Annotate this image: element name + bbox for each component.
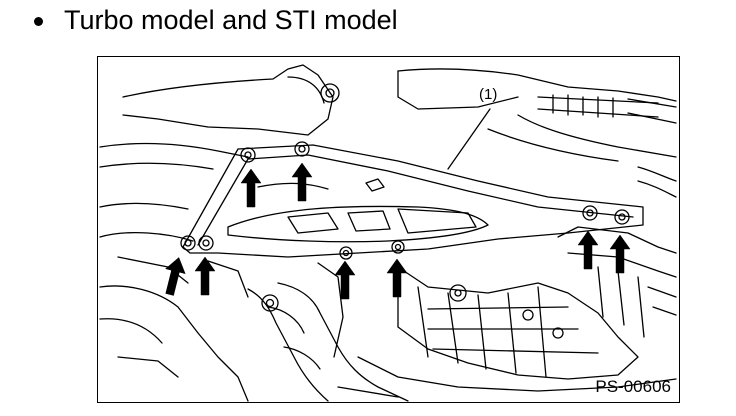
section-heading: Turbo model and STI model bbox=[34, 2, 398, 38]
up-arrow-icon bbox=[386, 258, 408, 298]
up-arrow-icon bbox=[240, 168, 262, 208]
illustration-drawing bbox=[99, 64, 677, 402]
callout-label: (1) bbox=[479, 86, 498, 103]
up-arrow-icon bbox=[194, 256, 216, 296]
crossmember-outline bbox=[182, 144, 644, 258]
section-heading-text: Turbo model and STI model bbox=[64, 5, 398, 35]
callout-leader-line bbox=[447, 108, 491, 170]
up-arrow-icon bbox=[334, 260, 356, 300]
upper-body-outline bbox=[122, 64, 334, 136]
figure-code: PS-00606 bbox=[595, 377, 671, 396]
up-arrow-icon bbox=[609, 234, 631, 274]
upper-right-cover bbox=[397, 68, 677, 102]
transmission-housing bbox=[397, 266, 639, 380]
crossmember-illustration: (1) PS-00606 bbox=[97, 56, 680, 403]
bullet-dot-icon bbox=[34, 16, 43, 26]
up-arrow-icon bbox=[165, 257, 186, 296]
exhaust-converter bbox=[277, 282, 409, 402]
up-arrow-icon bbox=[291, 162, 313, 202]
arrow-group bbox=[165, 162, 631, 300]
up-arrow-icon bbox=[577, 230, 599, 270]
crossmember-bolts bbox=[180, 141, 630, 260]
